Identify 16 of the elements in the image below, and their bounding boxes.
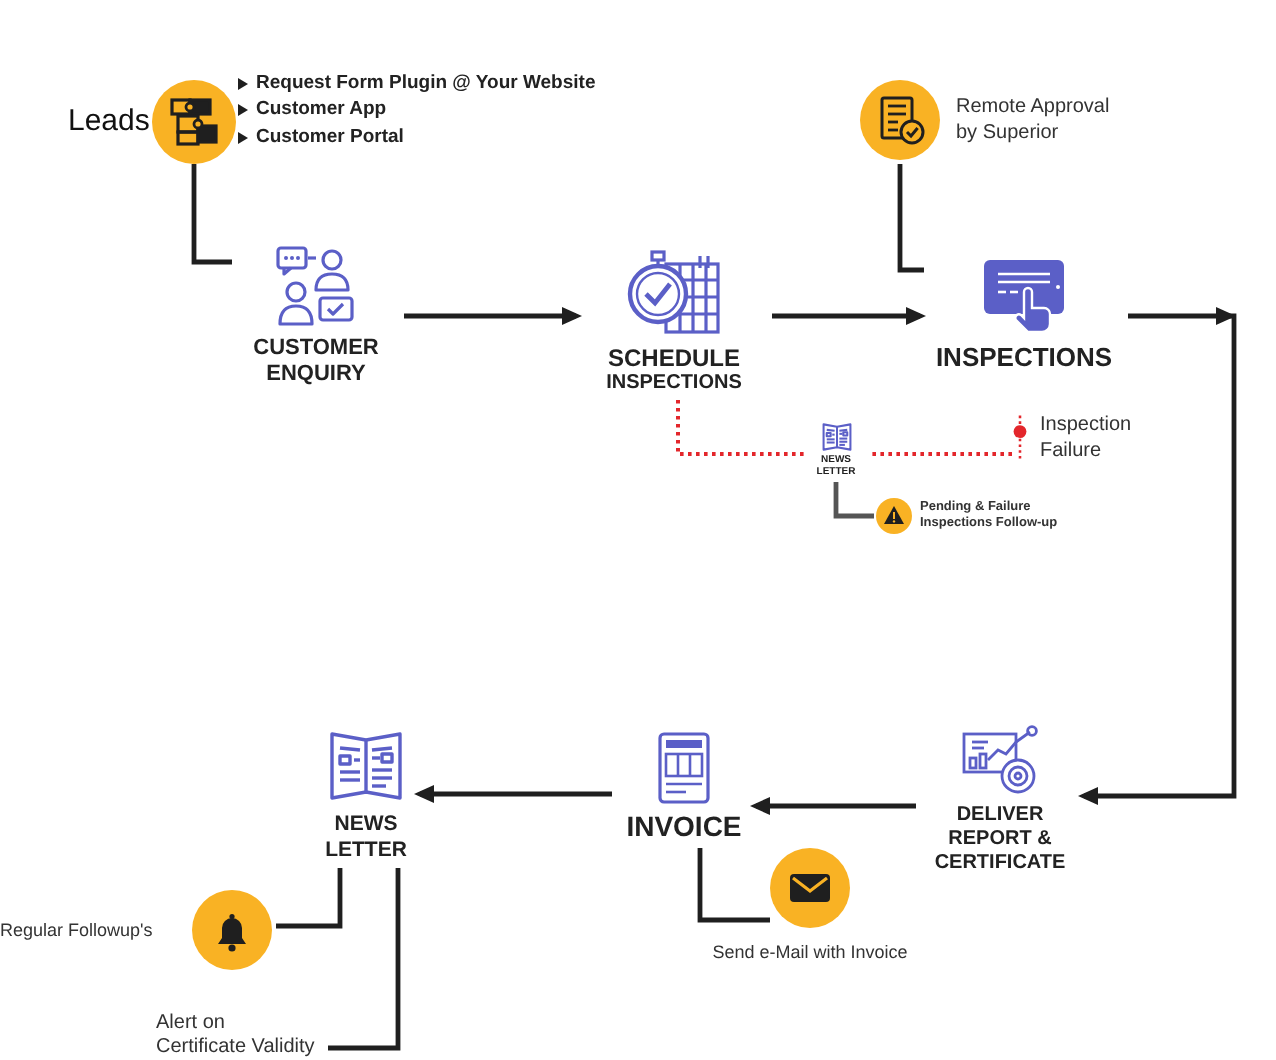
bullet-text: Request Form Plugin @ Your Website	[256, 71, 596, 96]
step-label: SCHEDULE	[607, 344, 740, 372]
bullet-text: Customer Portal	[256, 125, 404, 150]
step-label: NEWS LETTER	[323, 812, 409, 864]
step-label: INVOICE	[626, 810, 742, 844]
step-label: INSPECTIONS	[606, 372, 742, 396]
note-text: Send e-Mail with Invoice	[712, 942, 908, 964]
note-text: Alert on Certificate Validity	[156, 1012, 317, 1060]
step-label: CUSTOMER ENQUIRY	[251, 336, 381, 388]
step-label: DELIVER REPORT & CERTIFICATE	[932, 804, 1068, 876]
bullet-text: Customer App	[256, 98, 387, 123]
step-label: INSPECTIONS	[935, 342, 1113, 374]
node-label: Leads	[68, 104, 150, 140]
note-text: Regular Followup's	[0, 919, 153, 941]
note-text: Inspection Failure	[1040, 412, 1134, 464]
note-text: Remote Approval by Superior	[956, 94, 1112, 146]
